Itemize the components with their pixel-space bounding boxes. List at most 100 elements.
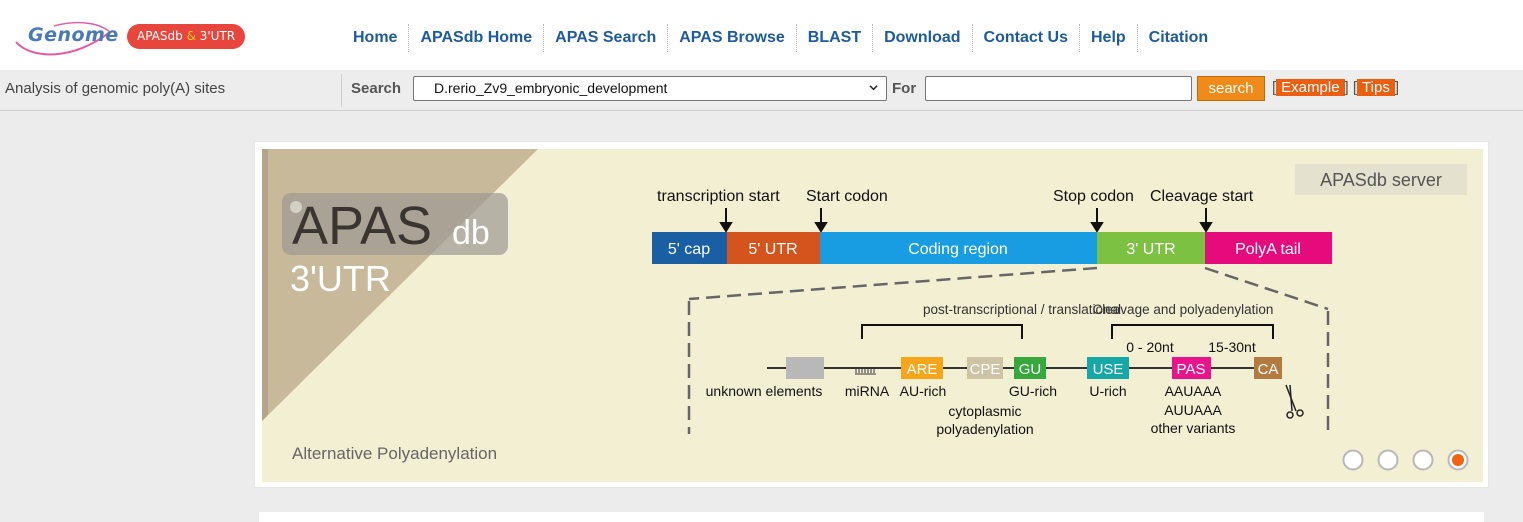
banner-caption: Alternative Polyadenylation — [292, 444, 497, 463]
search-bar: Analysis of genomic poly(A) sites Search… — [0, 70, 1523, 111]
label-aauaaa: AAUAAA — [1165, 383, 1222, 399]
searchbar-divider — [341, 74, 342, 107]
element-ca-label: CA — [1258, 361, 1279, 378]
nav-apas-browse[interactable]: APAS Browse — [667, 24, 796, 52]
segment-5cap — [652, 232, 727, 264]
genome-logo[interactable]: Genome — [14, 20, 119, 56]
segment-label-5utr: 5' UTR — [748, 241, 797, 258]
dataset-select[interactable]: D.rerio_Zv9_embryonic_development — [413, 76, 887, 101]
label-other-variants: other variants — [1151, 420, 1236, 436]
element-ca — [1254, 357, 1282, 379]
label-range-15-30: 15-30nt — [1208, 339, 1256, 355]
slide-dot-active-indicator — [1452, 454, 1464, 466]
apasdb-3utr-badge[interactable]: APASdb & 3'UTR — [127, 24, 246, 49]
slide-dot-1[interactable] — [1342, 449, 1364, 471]
dataset-select-value: D.rerio_Zv9_embryonic_development — [434, 80, 668, 96]
label-polyadenylation: polyadenylation — [936, 421, 1033, 437]
element-gu — [1014, 357, 1046, 379]
nav-citation[interactable]: Citation — [1136, 24, 1220, 52]
element-cpe — [967, 357, 1003, 379]
logo-plaque — [282, 193, 508, 255]
arrow-down-icon — [814, 222, 828, 233]
top-header: Genome APASdb & 3'UTR Home APASdb Home A… — [0, 0, 1523, 70]
element-use — [1087, 357, 1129, 379]
label-transcription-start: transcription start — [657, 188, 780, 205]
element-cpe-label: CPE — [970, 361, 1001, 378]
segment-5utr — [727, 232, 820, 264]
search-query-input[interactable] — [925, 76, 1192, 101]
nav-contact-us[interactable]: Contact Us — [971, 24, 1079, 52]
search-label: Search — [351, 80, 402, 97]
banner-logo-main: APAS — [292, 196, 432, 256]
segment-label-polya: PolyA tail — [1235, 241, 1301, 258]
label-start-codon: Start codon — [806, 188, 888, 205]
help-links: [Example] [Tips] — [1272, 79, 1399, 96]
label-cytoplasmic: cytoplasmic — [948, 403, 1021, 419]
label-unknown-elements: unknown elements — [706, 383, 823, 399]
element-pas — [1172, 357, 1211, 379]
label-auuaaa: AUUAAA — [1164, 402, 1222, 418]
badge-right-text: 3'UTR — [199, 29, 236, 43]
element-pas-label: PAS — [1177, 361, 1206, 378]
bracket-open: [ — [1272, 79, 1277, 96]
segment-label-3utr: 3' UTR — [1126, 241, 1175, 258]
server-tag-box — [1295, 164, 1467, 195]
server-tag: APASdb server — [1320, 170, 1442, 190]
nav-blast[interactable]: BLAST — [795, 24, 872, 52]
bracket-cleavage — [1111, 324, 1274, 339]
nav-home[interactable]: Home — [353, 29, 398, 46]
bracket-post-transcriptional — [861, 324, 1023, 339]
label-range-0-20: 0 - 20nt — [1126, 339, 1174, 355]
segment-polya — [1205, 232, 1332, 264]
apa-diagram: APAS db 3'UTR Alternative Polyadenylatio… — [262, 149, 1469, 471]
arrow-down-icon — [719, 222, 733, 233]
banner-logo-sub: db — [452, 214, 490, 252]
segment-label-coding: Coding region — [908, 241, 1008, 258]
nav-download[interactable]: Download — [872, 24, 971, 52]
bracket-close: ] — [1394, 79, 1399, 96]
site-tagline: Analysis of genomic poly(A) sites — [5, 80, 226, 97]
banner-frame: APAS db 3'UTR Alternative Polyadenylatio… — [254, 141, 1489, 488]
plus-icon — [290, 201, 302, 213]
element-gu-label: GU — [1019, 361, 1042, 378]
scissors-icon — [1285, 384, 1304, 419]
segment-coding — [820, 232, 1097, 264]
label-post-transcriptional: post-transcriptional / translational — [923, 302, 1121, 317]
content-panel-top — [259, 512, 1484, 522]
arrow-down-icon — [1090, 222, 1104, 233]
search-button[interactable]: search — [1197, 76, 1265, 101]
for-label: For — [892, 80, 917, 97]
bracket-mid: ] [ — [1344, 79, 1358, 96]
element-use-label: USE — [1093, 361, 1124, 378]
zoom-dashes — [687, 266, 1330, 434]
mirna-icon — [855, 369, 876, 375]
label-u-rich: U-rich — [1089, 383, 1126, 399]
nav-apasdb-home[interactable]: APASdb Home — [408, 24, 543, 52]
slide-dot-2[interactable] — [1377, 449, 1399, 471]
label-au-rich: AU-rich — [900, 383, 947, 399]
segment-3utr — [1097, 232, 1205, 264]
slide-dot-3[interactable] — [1412, 449, 1434, 471]
element-are — [901, 357, 943, 379]
example-link[interactable]: Example — [1276, 79, 1345, 96]
nav-apas-search[interactable]: APAS Search — [543, 24, 667, 52]
apa-banner-slide: APAS db 3'UTR Alternative Polyadenylatio… — [262, 149, 1483, 482]
arrow-down-icon — [1199, 222, 1213, 233]
banner-triangle-edge — [262, 149, 268, 421]
label-gu-rich: GU-rich — [1009, 383, 1057, 399]
label-cleavage-polyadenylation: Cleavage and polyadenylation — [1093, 302, 1274, 317]
badge-left-text: APASdb — [137, 29, 183, 43]
label-stop-codon: Stop codon — [1053, 188, 1134, 205]
genome-logo-swoosh-icon — [15, 21, 111, 56]
nav-help[interactable]: Help — [1078, 24, 1137, 52]
element-are-label: ARE — [907, 361, 938, 378]
banner-logo-3utr: 3'UTR — [290, 258, 391, 299]
segment-label-5cap: 5' cap — [668, 241, 710, 258]
label-mirna: miRNA — [845, 383, 890, 399]
tips-link[interactable]: Tips — [1357, 79, 1395, 96]
badge-amp-text: & — [182, 29, 200, 43]
label-cleavage-start: Cleavage start — [1150, 188, 1254, 205]
chevron-down-icon — [869, 85, 878, 91]
element-unknown — [786, 357, 824, 379]
genome-logo-text: Genome — [28, 24, 119, 46]
